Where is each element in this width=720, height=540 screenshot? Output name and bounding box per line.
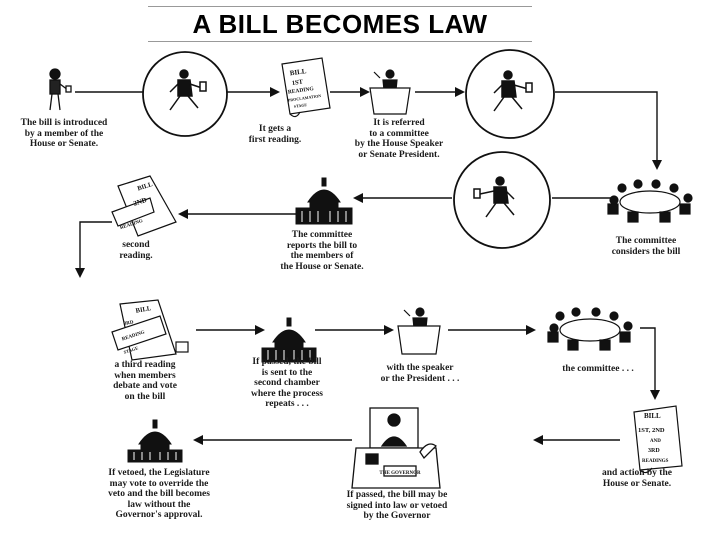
capitol-icon bbox=[261, 317, 317, 363]
scroll-label: READINGS bbox=[642, 459, 669, 464]
step-caption: The committee considers the bill bbox=[611, 236, 681, 257]
step-caption: and action by the House or Senate. bbox=[602, 468, 672, 489]
capitol-icon bbox=[127, 419, 183, 463]
scroll-label: 2ND bbox=[132, 196, 147, 208]
capitol-icon bbox=[295, 177, 353, 225]
runner-icon bbox=[169, 69, 207, 111]
scroll-label: 1ST, 2ND bbox=[638, 427, 665, 434]
scroll-label: BILL bbox=[289, 67, 307, 77]
step-caption: It is referred to a committee by the Hou… bbox=[354, 118, 444, 160]
step-caption: The committee reports the bill to the me… bbox=[280, 230, 364, 272]
speaker-podium-icon bbox=[397, 307, 441, 355]
scroll-icon: BILL 3RD READING STAGE bbox=[111, 299, 189, 361]
scroll-label: 1ST bbox=[291, 79, 304, 88]
governor-desk-icon: THE GOVERNOR bbox=[351, 407, 441, 489]
scroll-icon: BILL 1ST READING PROCLAMATION STAGE bbox=[281, 57, 331, 118]
scroll-label: BILL bbox=[137, 181, 155, 193]
runner-icon bbox=[493, 70, 533, 112]
scroll-icon: BILL 1ST, 2ND AND 3RD READINGS bbox=[633, 405, 683, 474]
step-caption: a third reading when members debate and … bbox=[113, 360, 177, 402]
scroll-label: BILL bbox=[644, 412, 661, 420]
flow-line bbox=[555, 91, 662, 170]
diagram-title: A BILL BECOMES LAW bbox=[192, 8, 488, 39]
committee-table-icon bbox=[607, 179, 693, 223]
scroll-label: PROCLAMATION bbox=[288, 93, 322, 103]
step-caption: If vetoed, the Legislature may vote to o… bbox=[108, 468, 210, 520]
desk-nameplate: THE GOVERNOR bbox=[379, 471, 421, 476]
scroll-label: 3RD bbox=[648, 448, 660, 454]
scroll-label: READING bbox=[288, 86, 315, 96]
runner-icon bbox=[473, 176, 515, 218]
step-caption: with the speaker or the President . . . bbox=[380, 363, 460, 384]
step-caption: If passed, the bill is sent to the secon… bbox=[251, 357, 323, 409]
scroll-icon: BILL 2ND READING bbox=[111, 175, 177, 237]
step-caption: It gets a first reading. bbox=[248, 124, 302, 145]
step-caption: second reading. bbox=[119, 240, 153, 261]
step-caption: the committee . . . bbox=[562, 364, 634, 374]
scroll-label: STAGE bbox=[294, 102, 308, 109]
scroll-label: 3RD bbox=[124, 320, 135, 327]
title-bar: A BILL BECOMES LAW bbox=[148, 6, 532, 42]
step-caption: The bill is introduced by a member of th… bbox=[20, 118, 108, 149]
scroll-label: STAGE bbox=[123, 345, 139, 354]
flow-line bbox=[640, 327, 660, 400]
person-icon bbox=[49, 68, 72, 111]
step-caption: If passed, the bill may be signed into l… bbox=[346, 490, 448, 521]
speaker-podium-icon bbox=[369, 69, 411, 115]
committee-table-icon bbox=[547, 307, 633, 351]
scroll-label: AND bbox=[650, 439, 661, 444]
flow-line bbox=[75, 221, 112, 278]
scroll-label: BILL bbox=[135, 305, 152, 315]
